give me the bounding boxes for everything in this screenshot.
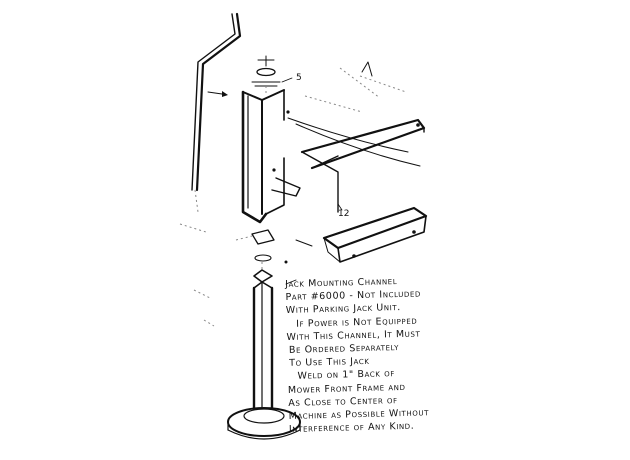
parking-jack-post (227, 269, 301, 440)
bolt-washer-top (251, 55, 281, 96)
jack-mounting-channel (241, 89, 301, 224)
mower-frame-lower (322, 206, 428, 263)
bent-rod (191, 12, 242, 213)
mower-frame-upper (287, 61, 426, 213)
background-sketch-lines (179, 223, 215, 327)
part-number-12: 12 (338, 209, 349, 219)
fasteners (235, 229, 313, 272)
leader-arrow (207, 91, 228, 97)
installation-note: Jack Mounting Channel Part #6000 - Not I… (285, 273, 489, 437)
note-leader-line (285, 279, 297, 285)
part-number-5: 5 (296, 73, 302, 83)
